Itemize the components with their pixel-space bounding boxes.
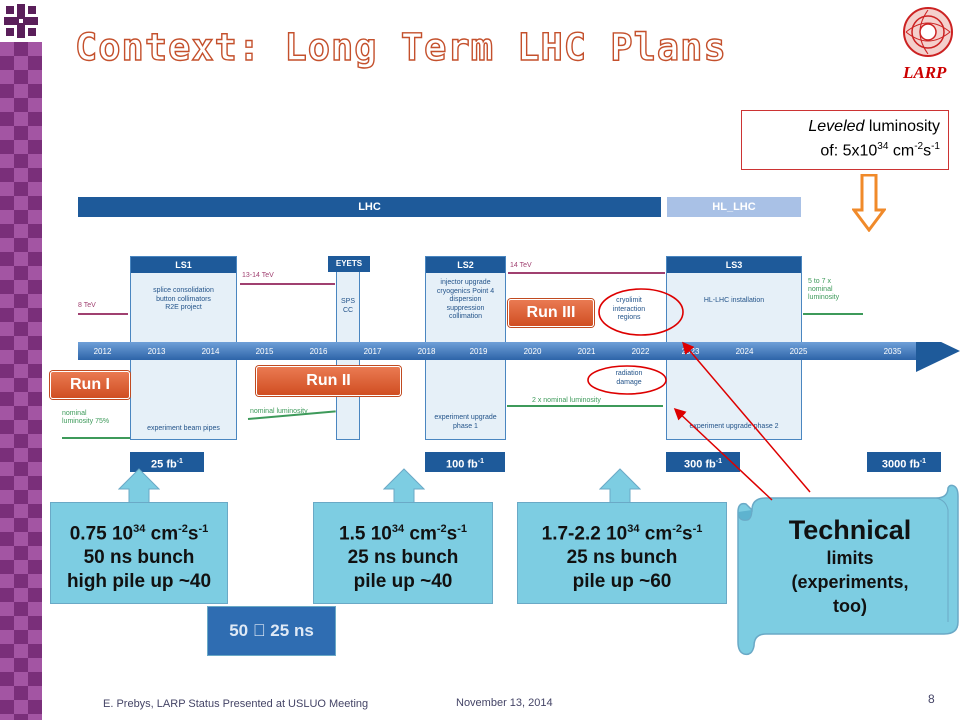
fermilab-logo [0,0,42,42]
run-3-label: Run III [508,299,594,327]
year-label: 2012 [93,347,112,356]
five-to-seven-label: 5 to 7 x nominal luminosity [808,278,840,301]
footer-author: E. Prebys, LARP Status Presented at USLU… [103,698,369,710]
ls1-header: LS1 [131,257,236,273]
page-title: Context: Long Term LHC Plans [74,25,727,69]
energy-label-8tev: 8 TeV [78,302,96,309]
year-label: 2021 [577,347,596,356]
technical-limits-text: Technical limits (experiments, too) [788,515,912,616]
year-label: 2020 [523,347,542,356]
lumi-3000: 3000 fb-1 [867,452,941,472]
info-box-run2: 1.5 1034 cm-2s-1 25 ns bunch pile up ~40 [313,502,493,604]
lhc-bar: LHC [78,197,661,217]
ls2-header: LS2 [426,257,505,273]
year-label: 2017 [363,347,382,356]
year-label: 2023 [681,347,700,356]
energy-line-8tev [78,313,128,315]
info-box-run3: 1.7-2.2 1034 cm-2s-1 25 ns bunch pile up… [517,502,727,604]
info-box-run1: 0.75 1034 cm-2s-1 50 ns bunch high pile … [50,502,228,604]
larp-logo [900,4,956,67]
year-label: 2018 [417,347,436,356]
ls2-text: injector upgrade cryogenics Point 4 disp… [436,279,495,320]
year-label: 2025 [789,347,808,356]
lumi-100: 100 fb-1 [425,452,505,472]
hllhc-bar: HL_LHC [667,197,801,217]
nominal-75-label: nominal luminosity 75% [62,410,110,425]
year-label: 2016 [309,347,328,356]
five-to-seven-line [803,313,863,315]
year-label: 2022 [631,347,650,356]
larp-label: LARP [903,63,947,82]
run-1-label: Run I [50,371,130,399]
nominal-75-line [62,437,130,439]
year-label: 2019 [469,347,488,356]
eyets-header: EYETS [328,256,370,272]
down-arrow-icon [851,173,887,237]
page-number: 8 [928,692,935,706]
energy-label-1314tev: 13-14 TeV [242,272,274,279]
two-x-nominal-label: 2 x nominal luminosity [532,397,601,404]
ls3-header: LS3 [667,257,801,273]
footer-date: November 13, 2014 [456,697,553,709]
energy-line-1314tev [240,283,335,285]
ls3-text: HL-LHC installation [703,297,765,304]
year-label: 2013 [147,347,166,356]
radiation-label: radiation damage [615,370,643,386]
year-label: 2024 [735,347,754,356]
leveled-luminosity-callout: Leveled luminosity of: 5x1034 cm-2s-1 [741,110,949,170]
technical-limits-scroll [736,482,960,665]
two-x-nominal-line [507,405,663,407]
ls3-bottom-text: experiment upgrade phase 2 [689,422,779,430]
radiation-highlight [586,364,668,401]
eyets-text: SPS CC [340,298,355,314]
lumi-25: 25 fb-1 [130,452,204,472]
run-2-label: Run II [256,366,401,396]
nominal-label: nominal luminosity [250,408,308,415]
sidebar-pattern [0,0,42,720]
ls2-bottom-text: experiment upgrade phase 1 [434,414,497,430]
year-label: 2015 [255,347,274,356]
cryolimit-highlight [596,286,686,343]
energy-line-14tev [508,272,665,274]
lumi-300: 300 fb-1 [666,452,740,472]
year-label: 2014 [201,347,220,356]
cryolimit-label: cryolimit interaction regions [612,297,646,321]
year-label: 2035 [883,347,902,356]
ls1-bottom-text: experiment beam pipes [147,424,220,432]
energy-label-14tev: 14 TeV [510,262,532,269]
bunch-change-box: 50   25 ns [207,606,336,656]
ls1-text: splice consolidation button collimators … [153,287,214,311]
